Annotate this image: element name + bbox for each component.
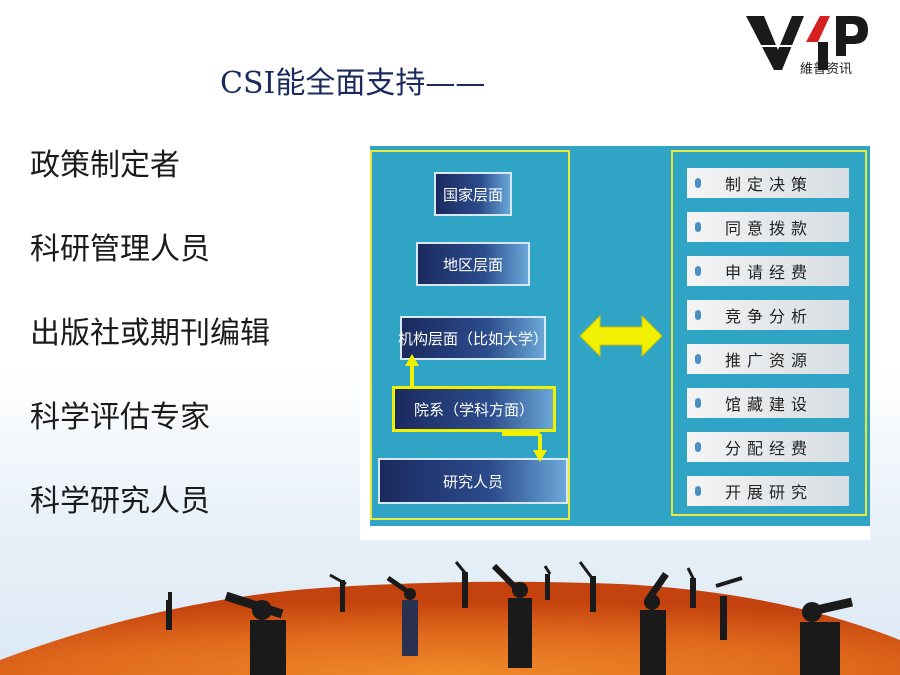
list-item: 政策制定者 <box>30 148 180 183</box>
action-item: 申请经费 <box>687 256 849 286</box>
bullet-icon <box>695 178 701 188</box>
list-item: 科研管理人员 <box>30 232 210 267</box>
action-item: 制定决策 <box>687 168 849 198</box>
action-item: 竞争分析 <box>687 300 849 330</box>
action-item: 馆藏建设 <box>687 388 849 418</box>
action-item: 分配经费 <box>687 432 849 462</box>
level-department: 院系（学科方面） <box>392 386 556 432</box>
action-item: 同意拨款 <box>687 212 849 242</box>
slide-title: CSI能全面支持—— <box>220 66 486 101</box>
support-diagram: 国家层面 地区层面 机构层面（比如大学） 院系（学科方面） 研究人员 制定决策 … <box>360 140 870 540</box>
bullet-icon <box>695 266 701 276</box>
levels-panel: 国家层面 地区层面 机构层面（比如大学） 院系（学科方面） 研究人员 <box>370 150 570 520</box>
actions-panel: 制定决策 同意拨款 申请经费 竞争分析 推广资源 馆藏建设 分配经费 开展研究 <box>671 150 867 516</box>
logo-brand-text: 維普资讯 <box>800 62 853 77</box>
list-item: 科学研究人员 <box>30 484 210 519</box>
bullet-icon <box>695 310 701 320</box>
list-item: 科学评估专家 <box>30 400 210 435</box>
diagram-background: 国家层面 地区层面 机构层面（比如大学） 院系（学科方面） 研究人员 制定决策 … <box>370 146 870 526</box>
bullet-icon <box>695 486 701 496</box>
audience-list: 政策制定者 科研管理人员 出版社或期刊编辑 科学评估专家 科学研究人员 <box>30 140 270 560</box>
action-item: 推广资源 <box>687 344 849 374</box>
bullet-icon <box>695 442 701 452</box>
bullet-icon <box>695 222 701 232</box>
bullet-icon <box>695 398 701 408</box>
double-arrow-icon <box>579 314 663 358</box>
bullet-icon <box>695 354 701 364</box>
list-item: 出版社或期刊编辑 <box>30 316 270 351</box>
level-institution: 机构层面（比如大学） <box>398 316 548 360</box>
level-national: 国家层面 <box>434 172 512 216</box>
level-regional: 地区层面 <box>416 242 530 286</box>
level-researcher: 研究人员 <box>378 458 568 504</box>
flow-arrows <box>405 354 547 462</box>
action-item: 开展研究 <box>687 476 849 506</box>
vip-logo <box>746 16 868 70</box>
